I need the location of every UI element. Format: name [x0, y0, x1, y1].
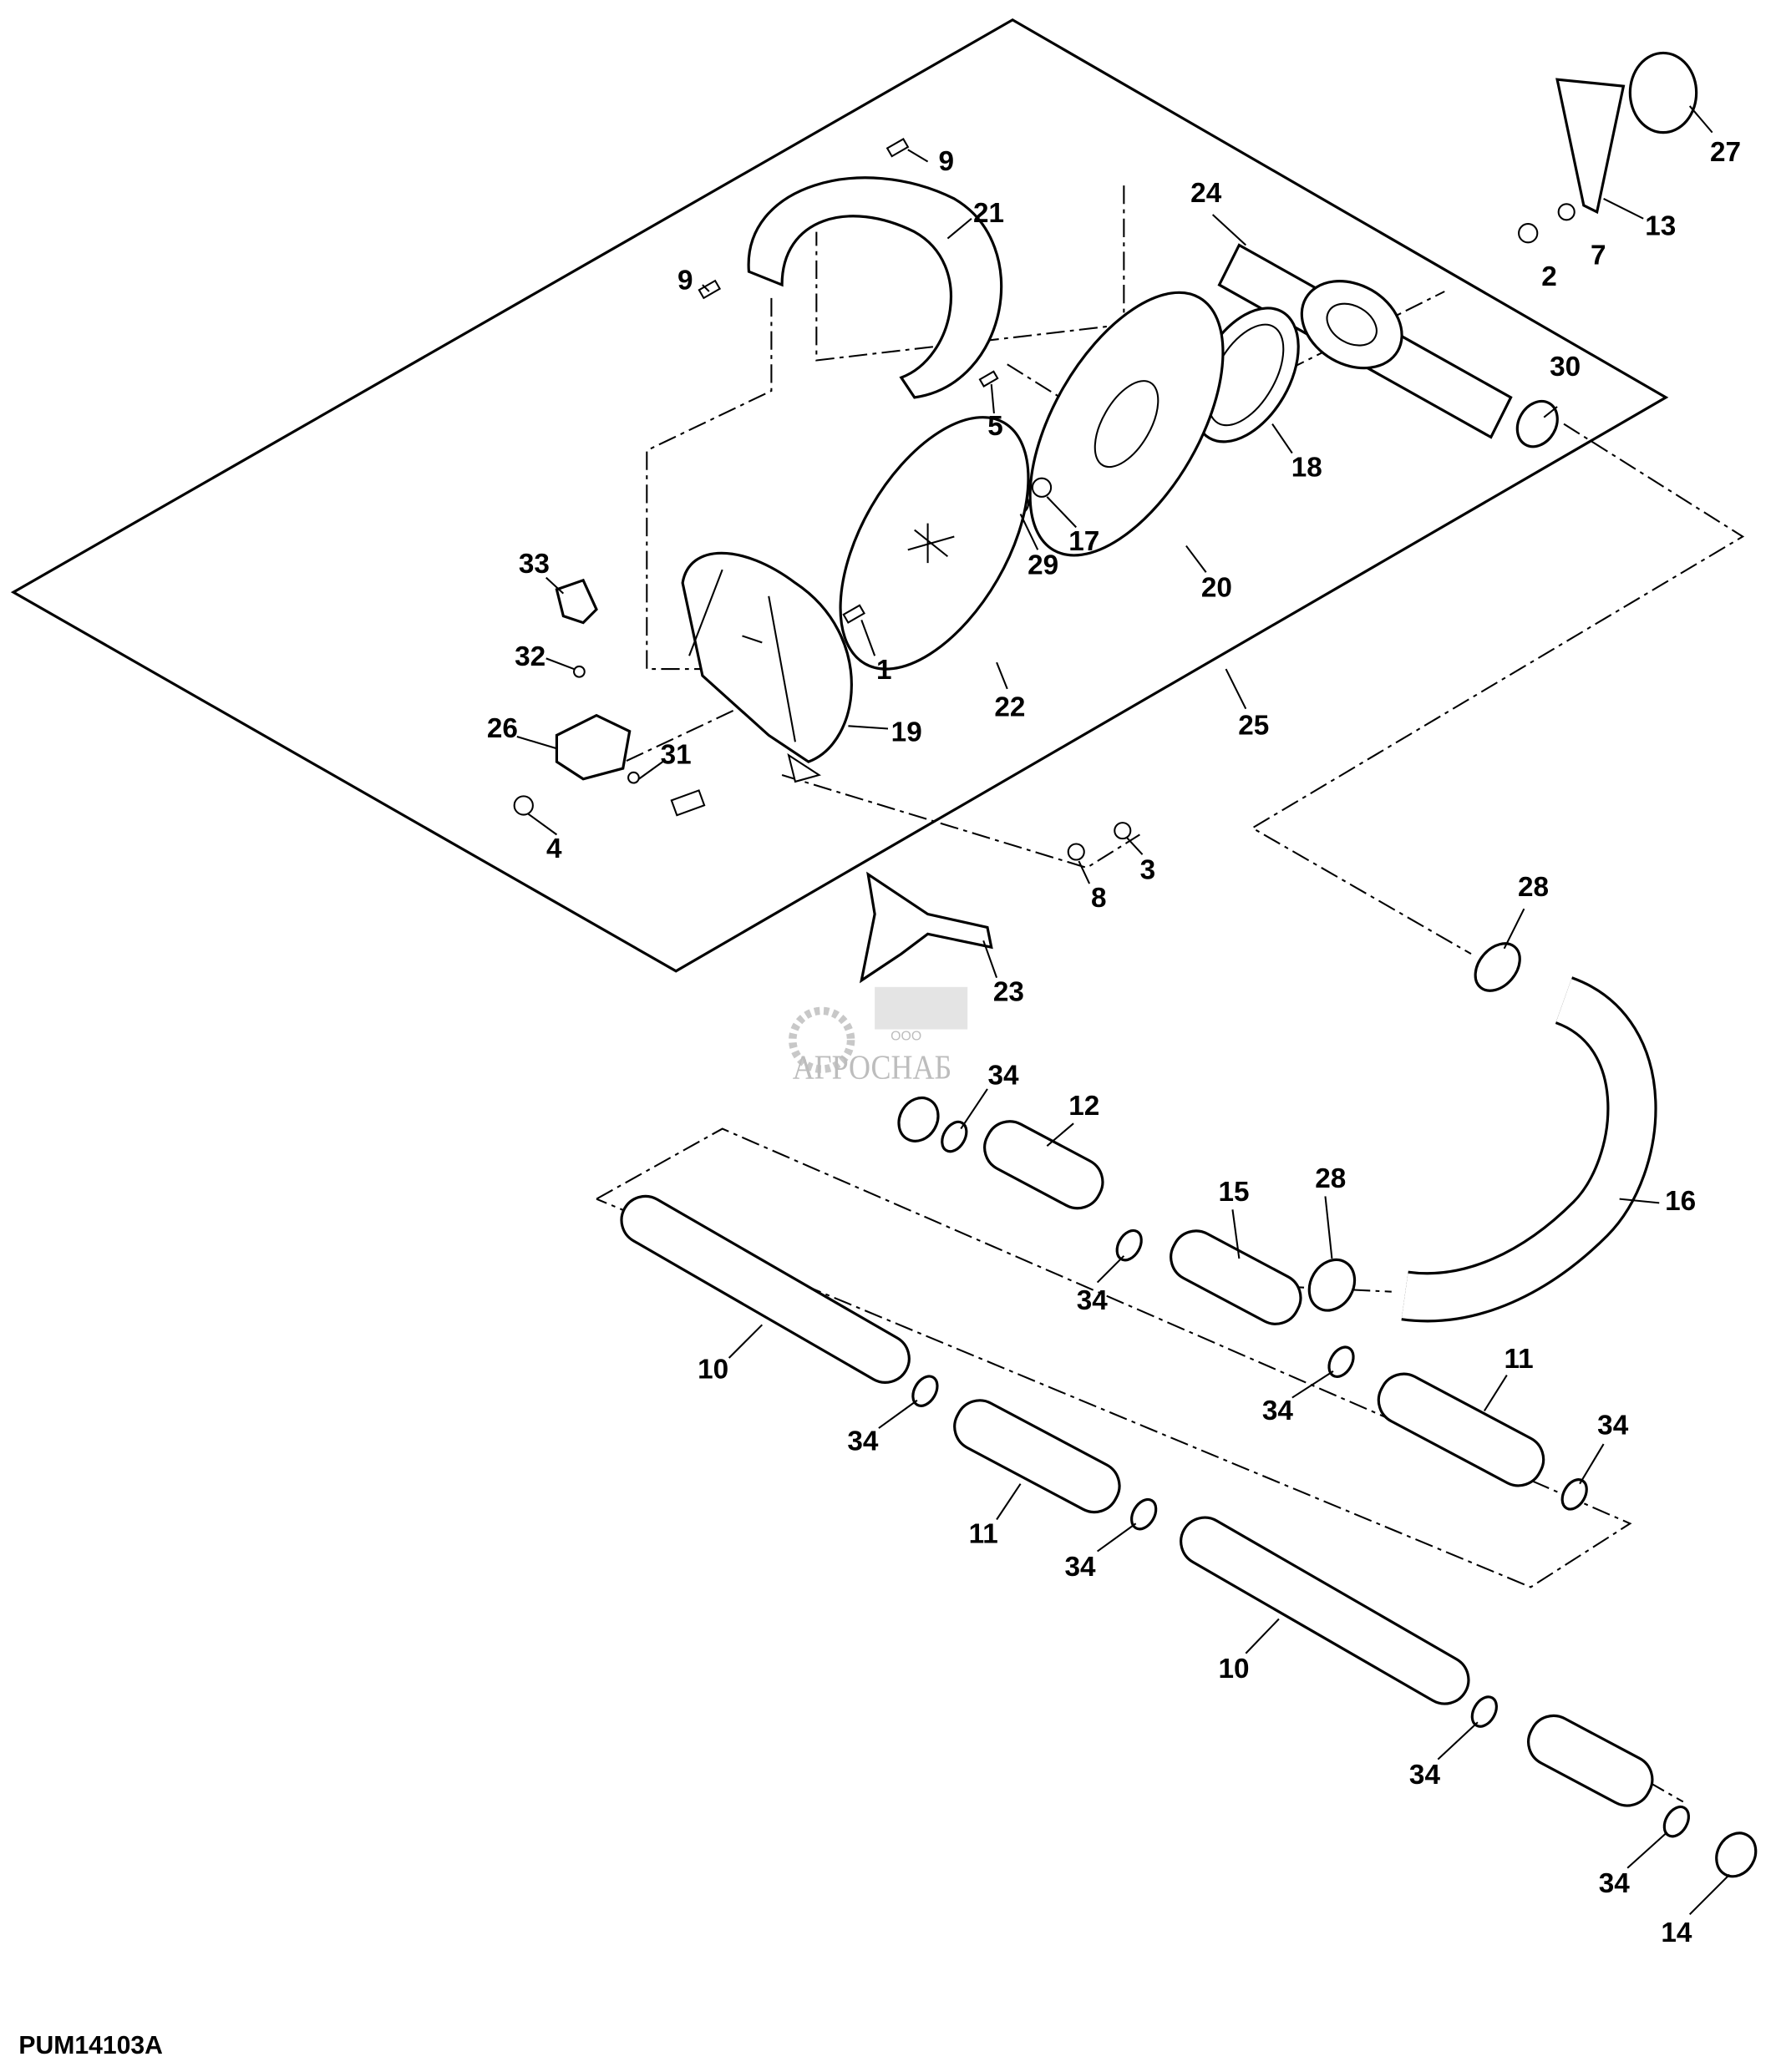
tubes [620, 1120, 1654, 1807]
nut-3 [1114, 822, 1132, 840]
callout: 34 [1597, 1410, 1629, 1441]
callout: 23 [993, 977, 1024, 1008]
tube-15 [1170, 1229, 1302, 1325]
cover-21 [747, 176, 1003, 399]
callout: 34 [1599, 1868, 1631, 1899]
watermark-logo: ООО АГРОСНАБ [789, 986, 968, 1086]
washer-8 [1067, 843, 1085, 861]
bushing-30 [1515, 399, 1559, 448]
callout: 11 [1504, 1344, 1533, 1375]
callout: 34 [987, 1060, 1019, 1091]
callout: 28 [1315, 1163, 1346, 1194]
impeller-22 [839, 416, 1030, 671]
callout: 34 [1064, 1552, 1096, 1583]
oring-32 [573, 665, 586, 678]
callout: 16 [1665, 1186, 1696, 1217]
callout: 4 [546, 833, 562, 864]
tube-10-upper [620, 1194, 911, 1384]
callout: 22 [994, 692, 1025, 722]
callout: 21 [973, 198, 1004, 229]
oring-31 [627, 771, 640, 784]
figure-code: PUM14103A [18, 2032, 162, 2059]
callout: 9 [939, 146, 955, 177]
callout: 30 [1550, 352, 1581, 382]
callout: 10 [1219, 1654, 1250, 1684]
callout: 33 [519, 549, 550, 580]
callout: 25 [1238, 711, 1269, 742]
nut-2 [1518, 223, 1539, 244]
orings-34 [911, 1120, 1690, 1838]
disc-20 [1028, 291, 1225, 557]
clamp-28-mid [1307, 1258, 1357, 1312]
callout: 5 [987, 411, 1003, 442]
nut-17 [1031, 477, 1053, 498]
callout: 34 [1409, 1760, 1441, 1791]
callout: 12 [1068, 1091, 1099, 1122]
tube-11-left [953, 1399, 1121, 1514]
callout: 18 [1291, 452, 1322, 483]
callout-labels: 9 21 9 24 27 13 7 2 30 5 18 33 29 17 20 … [487, 137, 1741, 1948]
callout: 1 [876, 655, 892, 686]
tube-12 [983, 1120, 1104, 1210]
callout: 10 [698, 1355, 728, 1386]
callout: 14 [1661, 1917, 1692, 1948]
tube-10-lower [1180, 1516, 1470, 1705]
callout: 34 [847, 1426, 879, 1456]
leader-lines [516, 105, 1731, 1915]
callout: 9 [677, 266, 693, 296]
block-26 [555, 713, 632, 781]
end-plug [897, 1096, 940, 1142]
bracket-23 [859, 871, 993, 984]
callout: 32 [515, 641, 545, 672]
assembly-outline [10, 18, 1669, 973]
bolt-9-top [885, 137, 910, 158]
callout: 13 [1645, 211, 1676, 242]
callout: 7 [1591, 241, 1606, 271]
tube-24 [1217, 243, 1513, 439]
plate-27 [1628, 51, 1698, 134]
watermark-prefix: ООО [891, 1029, 921, 1043]
callout: 27 [1710, 137, 1741, 168]
callout: 19 [891, 717, 922, 748]
bracket-13 [1555, 78, 1626, 215]
tube-11-right [1377, 1372, 1545, 1487]
callout: 11 [969, 1518, 998, 1549]
callout: 15 [1219, 1177, 1250, 1208]
callout: 8 [1091, 883, 1107, 914]
housing-19 [681, 551, 853, 783]
callout: 3 [1140, 855, 1156, 886]
washer-7 [1557, 203, 1576, 221]
callout: 2 [1541, 261, 1557, 292]
callout: 31 [661, 740, 692, 771]
callout: 34 [1077, 1285, 1109, 1316]
callout: 24 [1190, 178, 1222, 209]
watermark-name: АГРОСНАБ [793, 1047, 951, 1086]
callout: 34 [1262, 1396, 1294, 1426]
fitting [670, 789, 706, 817]
bolt-1 [842, 604, 865, 624]
callout: 17 [1068, 526, 1099, 557]
callout: 29 [1028, 550, 1058, 581]
callout: 26 [487, 713, 518, 744]
screw-5 [978, 370, 999, 388]
callout: 28 [1518, 872, 1549, 903]
callout: 20 [1201, 573, 1232, 604]
clamp-28-top [1474, 942, 1521, 992]
nut-4 [513, 795, 534, 816]
bolt-9-left [698, 279, 722, 300]
tube-end [1527, 1714, 1654, 1807]
end-cap-14 [1715, 1831, 1758, 1878]
elbow-33 [555, 578, 598, 625]
